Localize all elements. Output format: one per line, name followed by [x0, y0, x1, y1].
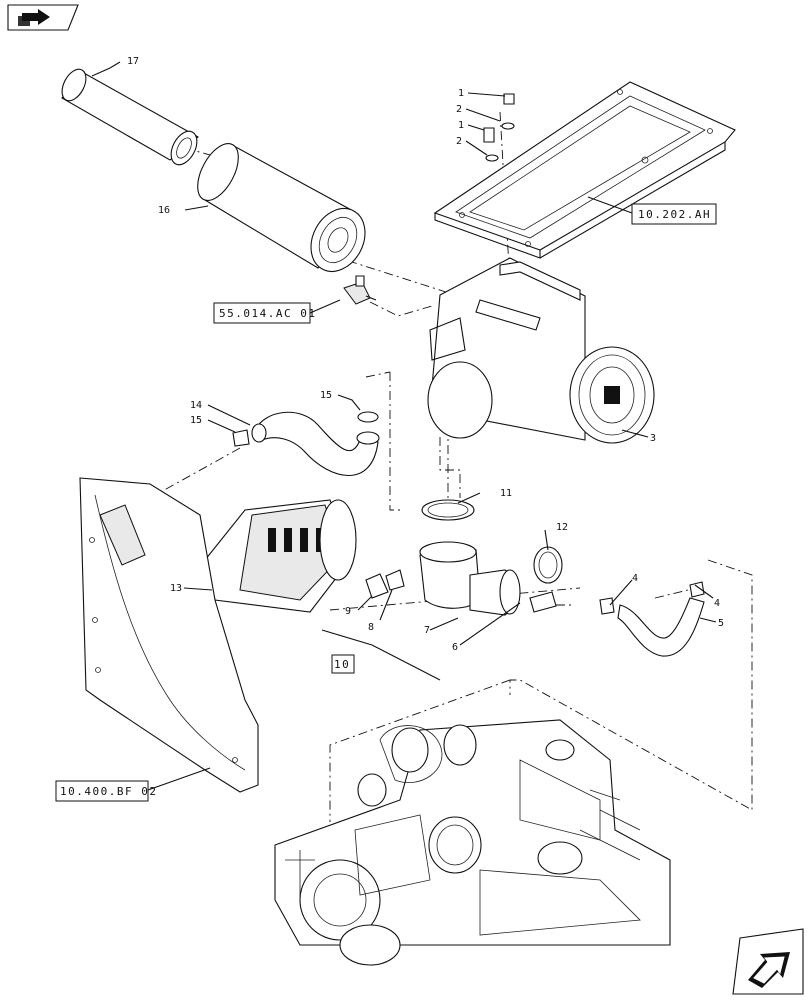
- restriction-indicator-part: [343, 275, 377, 305]
- callout-2-bottom: 2: [456, 136, 462, 147]
- callout-1-top: 1: [458, 88, 464, 99]
- sensor-and-clamp-parts: [365, 569, 557, 613]
- callout-9: 9: [345, 606, 351, 617]
- engine-assembly: [274, 719, 671, 966]
- ref-10-400-bf-02-text: 10.400.BF 02: [60, 785, 157, 798]
- center-lines: [149, 111, 753, 822]
- inner-safety-filter: [61, 68, 199, 166]
- bolt-and-washer-set: [483, 93, 515, 162]
- next-nav-button[interactable]: [732, 928, 804, 995]
- primary-air-filter: [197, 143, 366, 272]
- fan-shroud-panel: [79, 477, 259, 793]
- callout-8: 8: [368, 622, 374, 633]
- drain-hose-with-clamps: [232, 411, 380, 477]
- callout-15-right: 15: [320, 390, 332, 401]
- callout-13: 13: [170, 583, 182, 594]
- ref-box-10-202-ah[interactable]: 10.202.AH: [631, 203, 717, 225]
- pre-cleaner-intake: [204, 499, 357, 613]
- callout-16: 16: [158, 205, 170, 216]
- ref-10-202-ah-text: 10.202.AH: [638, 208, 711, 221]
- callout-1-bottom: 1: [458, 120, 464, 131]
- next-arrow-icon: [748, 952, 790, 988]
- back-arrow-icon: [18, 9, 50, 26]
- callout-15-left: 15: [190, 415, 202, 426]
- back-nav-button[interactable]: [7, 4, 79, 31]
- callout-4-left: 4: [632, 573, 638, 584]
- ref-box-10-400-bf-02[interactable]: 10.400.BF 02: [55, 780, 157, 802]
- breather-hose-with-clamps: [599, 581, 705, 657]
- ref-box-10[interactable]: 10: [331, 654, 355, 674]
- callout-5: 5: [718, 618, 724, 629]
- callout-labels: 17 16 1 2 1 2 3 14 15 15 11 12 13 9 8 7 …: [127, 56, 724, 653]
- leader-lines: [91, 61, 717, 791]
- ref-10-text: 10: [334, 658, 350, 671]
- callout-11: 11: [500, 488, 512, 499]
- callout-14: 14: [190, 400, 202, 411]
- air-cleaner-housing: [427, 257, 655, 444]
- intake-elbow-assembly: [419, 499, 563, 616]
- callout-17: 17: [127, 56, 139, 67]
- callout-6: 6: [452, 642, 458, 653]
- callout-3: 3: [650, 433, 656, 444]
- callout-12: 12: [556, 522, 568, 533]
- callout-7: 7: [424, 625, 430, 636]
- air-cleaner-support-bracket: [433, 81, 736, 259]
- callout-2-top: 2: [456, 104, 462, 115]
- callout-4-right: 4: [714, 598, 720, 609]
- ref-box-55-014-ac-01[interactable]: 55.014.AC 01: [213, 302, 316, 324]
- ref-55-014-ac-01-text: 55.014.AC 01: [219, 307, 316, 320]
